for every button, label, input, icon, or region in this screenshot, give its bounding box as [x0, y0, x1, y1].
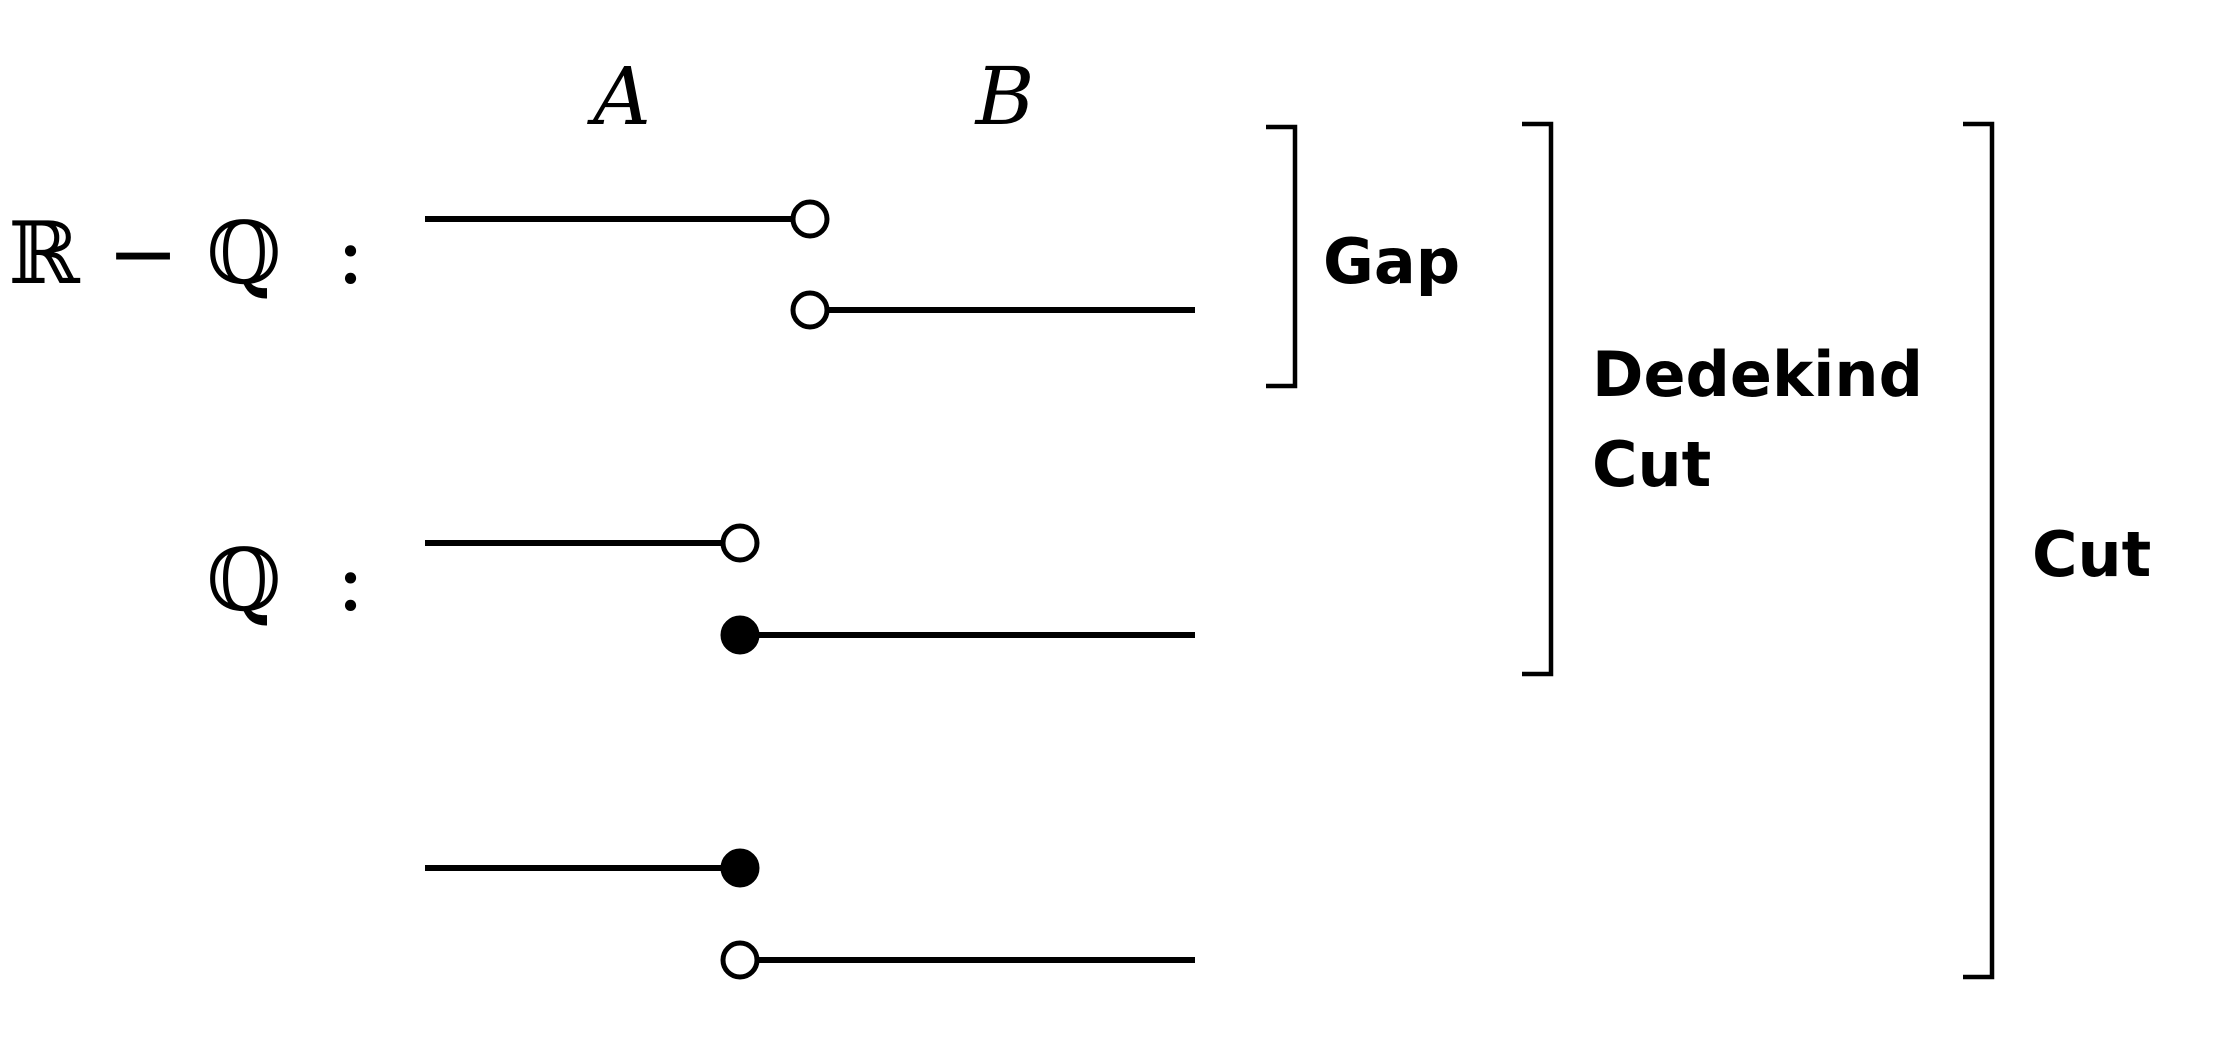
column-header-a: A [586, 50, 651, 143]
dedekind-cut-label-line2: Cut [1592, 428, 1711, 501]
cut-label: Cut [2032, 518, 2151, 591]
row3-set-b-open-endpoint [720, 940, 760, 980]
gap-bracket [1266, 124, 1298, 389]
gap-label: Gap [1323, 225, 1460, 298]
cut-bracket [1963, 121, 1995, 980]
dedekind-cut-bracket [1522, 121, 1554, 677]
row2-set-b-closed-endpoint [720, 615, 760, 655]
row1-set-a-open-endpoint [790, 199, 830, 239]
column-header-b: B [974, 50, 1035, 143]
dedekind-cut-label-line1: Dedekind [1592, 338, 1923, 411]
row-label-rationals: ℚ : [206, 531, 365, 631]
row2-set-a-open-endpoint [720, 523, 760, 563]
row1-set-b-open-endpoint [790, 290, 830, 330]
row-label-irrationals: ℝ − ℚ : [8, 204, 365, 304]
row3-set-a-closed-endpoint [720, 848, 760, 888]
